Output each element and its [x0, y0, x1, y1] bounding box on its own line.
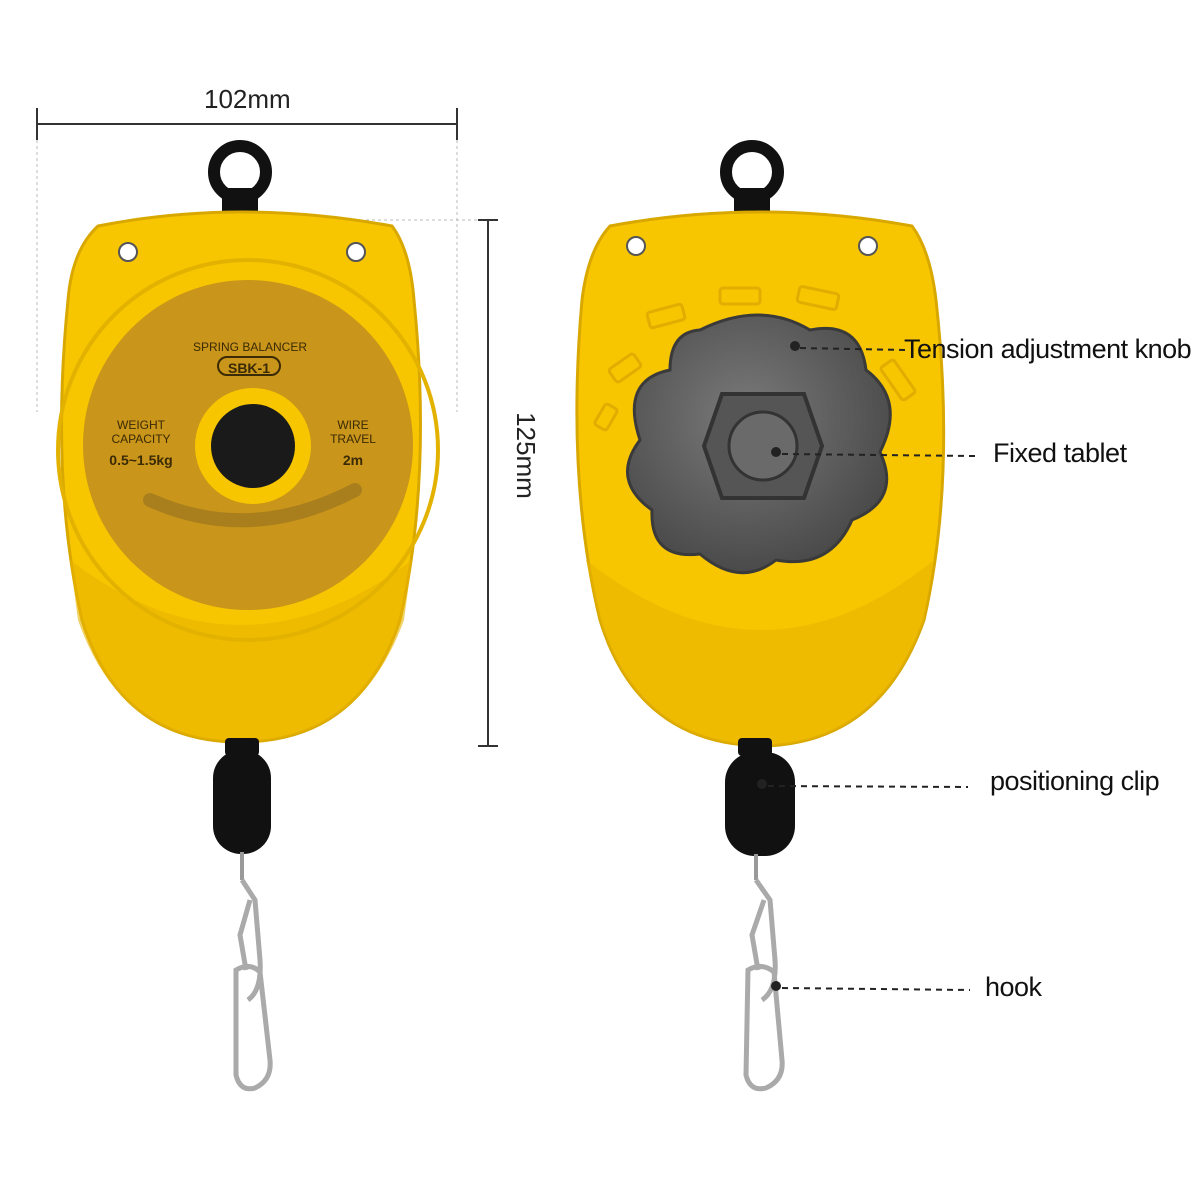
back-mount-hole-left	[626, 236, 646, 256]
height-dimension-line	[312, 219, 498, 747]
back-hook	[743, 878, 785, 1092]
face-model-badge: SBK-1	[217, 356, 281, 376]
face-wire-value: 2m	[342, 452, 364, 468]
face-brand-text: SPRING BALANCER	[192, 340, 308, 354]
face-weight-value: 0.5~1.5kg	[109, 452, 173, 468]
width-dimension-line	[36, 108, 458, 412]
front-mount-hole-right	[346, 242, 366, 262]
fixed-tablet	[727, 410, 799, 482]
face-weight-label-line2: CAPACITY	[111, 432, 171, 446]
front-hub-center	[211, 404, 295, 488]
height-dimension-label: 125mm	[510, 412, 541, 499]
callout-fixed-tablet: Fixed tablet	[993, 438, 1127, 468]
callout-leaders	[757, 341, 976, 991]
callout-tension-knob: Tension adjustment knob	[904, 334, 1192, 364]
front-balancer	[56, 140, 440, 1092]
face-wire-label-line1: WIRE	[337, 418, 369, 432]
back-balancer	[575, 140, 976, 1092]
back-mount-hole-right	[858, 236, 878, 256]
callout-hook: hook	[985, 972, 1042, 1002]
front-mount-hole-left	[118, 242, 138, 262]
back-positioning-clip	[725, 752, 795, 856]
face-weight-label-line1: WEIGHT	[117, 418, 165, 432]
face-weight-label: WEIGHT CAPACITY	[96, 418, 186, 446]
width-dimension-label: 102mm	[204, 84, 291, 114]
front-positioning-clip	[213, 750, 271, 854]
front-hook	[233, 878, 273, 1092]
callout-positioning-clip: positioning clip	[990, 766, 1160, 796]
face-wire-label: WIRE TRAVEL	[318, 418, 388, 446]
face-wire-label-line2: TRAVEL	[330, 432, 376, 446]
